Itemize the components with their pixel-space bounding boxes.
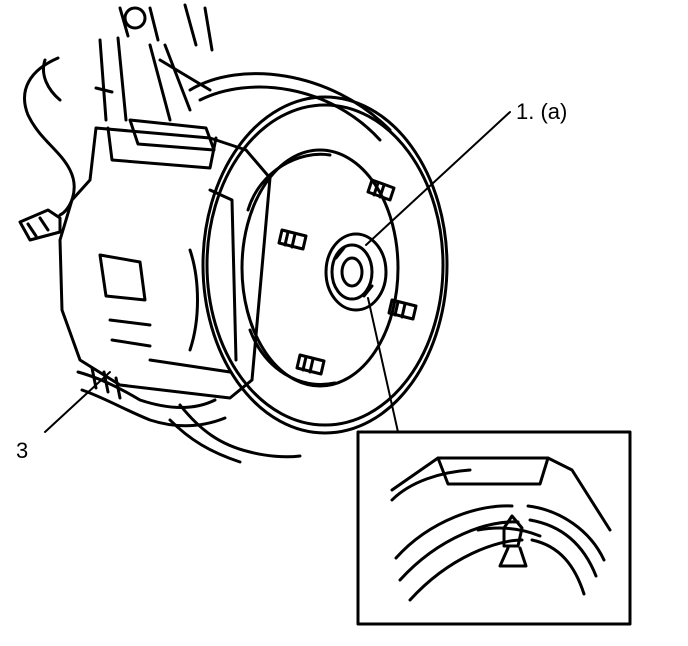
detail-inset xyxy=(356,430,632,626)
brake-caliper xyxy=(18,118,272,400)
brake-hose xyxy=(76,366,302,464)
leader-lines xyxy=(44,111,511,433)
wheel-hub xyxy=(240,148,400,388)
callout-label-1: 1. (a) xyxy=(516,99,568,124)
suspension-strut xyxy=(98,3,214,122)
brake-rotor xyxy=(188,72,449,435)
wheel-studs xyxy=(277,178,418,376)
hub-nut xyxy=(324,232,388,312)
steering-knuckle xyxy=(23,56,114,217)
leader-line-1 xyxy=(365,111,511,246)
detail-staked-nut xyxy=(390,456,612,602)
callout-label-3: 3 xyxy=(16,438,29,463)
leader-line-3 xyxy=(44,371,111,433)
leader-line-detail xyxy=(367,297,399,433)
